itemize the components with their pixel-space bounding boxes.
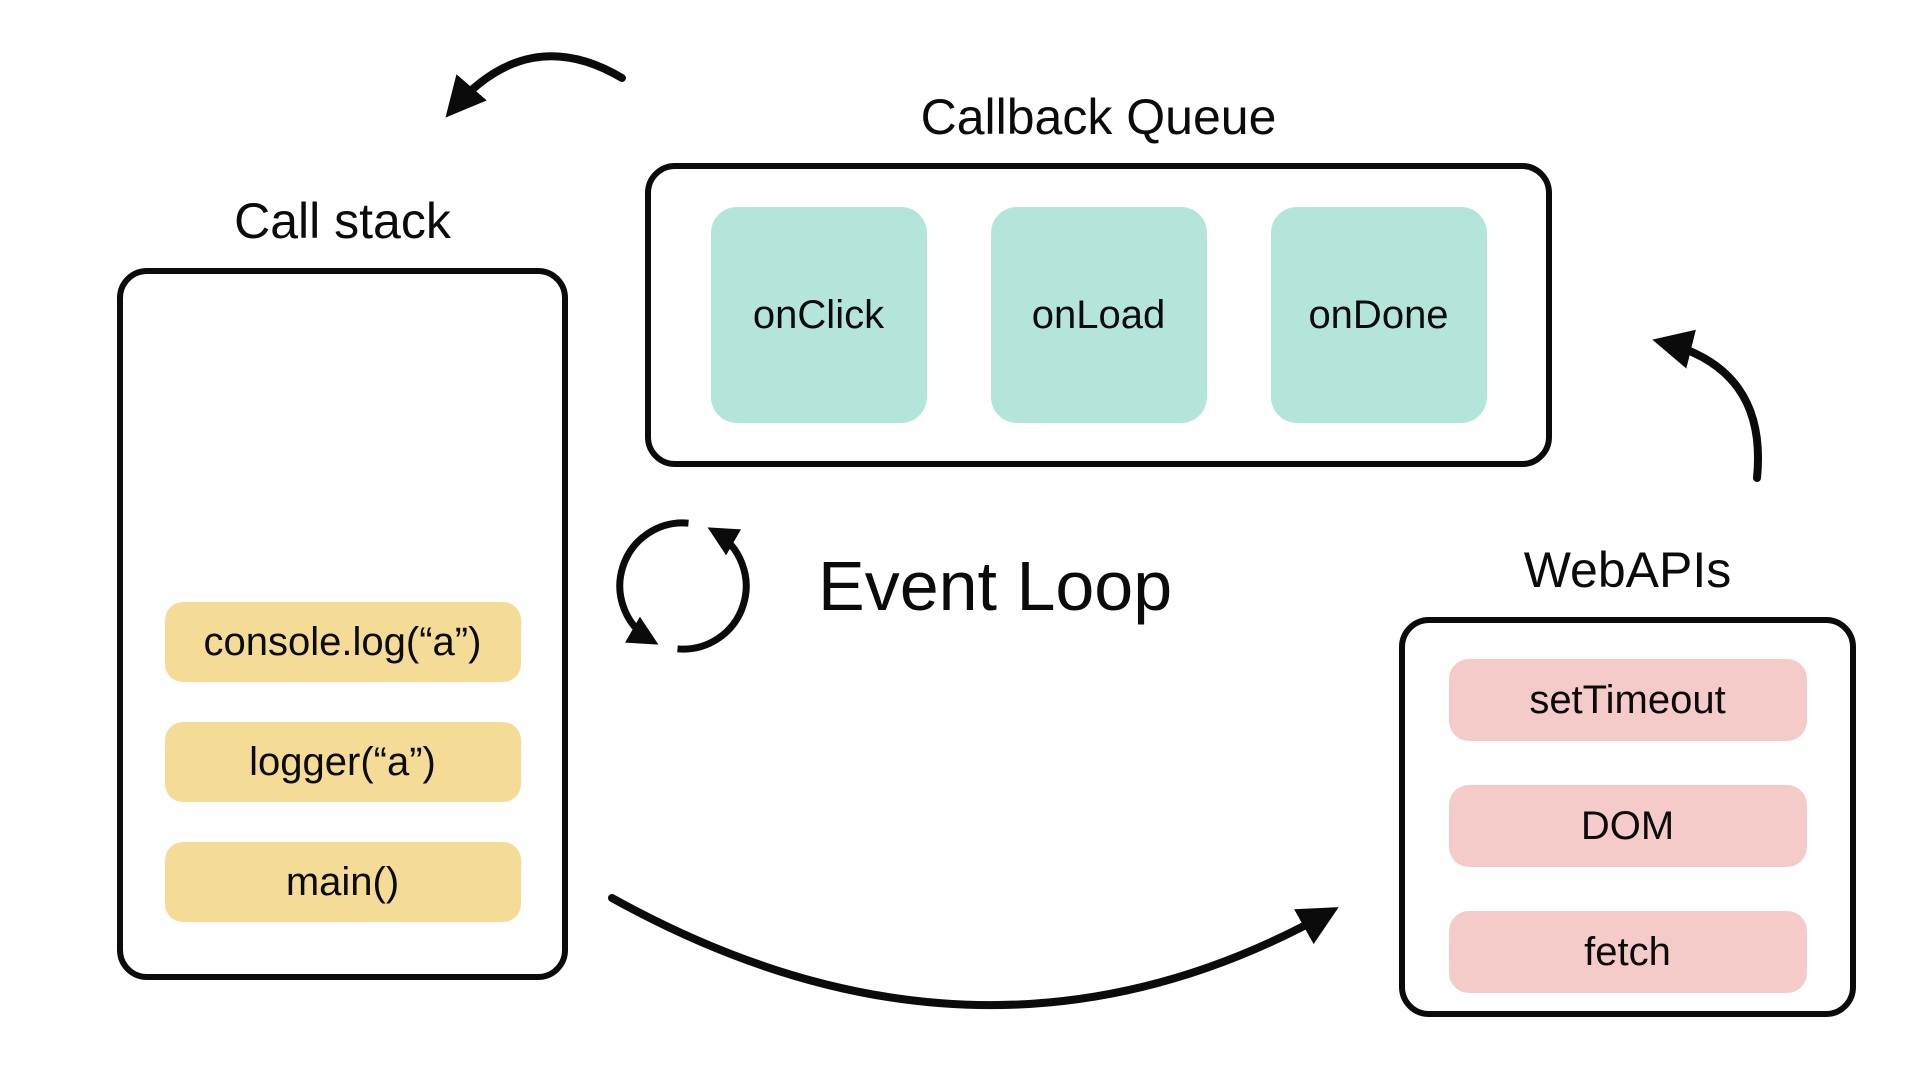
webapis-box: setTimeout DOM fetch — [1399, 617, 1856, 1017]
event-loop-label: Event Loop — [818, 547, 1173, 625]
call-stack-box: console.log(“a”) logger(“a”) main() — [117, 268, 568, 980]
webapis-title: WebAPIs — [1523, 542, 1732, 598]
arrow-callback-queue-to-call-stack-icon — [445, 52, 626, 118]
webapi-entry: setTimeout — [1448, 659, 1807, 741]
arrow-call-stack-to-webapis-icon — [608, 894, 1339, 1010]
webapi-entry: fetch — [1448, 911, 1807, 993]
callback-queue-task: onLoad — [990, 207, 1207, 423]
call-stack-frame: main() — [164, 842, 521, 922]
call-stack-frame: logger(“a”) — [164, 722, 521, 802]
webapi-entry: DOM — [1448, 785, 1807, 867]
callback-queue-task: onDone — [1270, 207, 1487, 423]
call-stack-frame: console.log(“a”) — [164, 602, 521, 682]
callback-queue-title: Callback Queue — [920, 89, 1277, 145]
call-stack-title: Call stack — [234, 193, 451, 249]
arrow-webapis-to-callback-queue-icon — [1652, 329, 1762, 482]
callback-queue-task: onClick — [710, 207, 927, 423]
callback-queue-box: onClick onLoad onDone — [645, 163, 1552, 467]
event-loop-cycle-icon — [616, 519, 750, 653]
